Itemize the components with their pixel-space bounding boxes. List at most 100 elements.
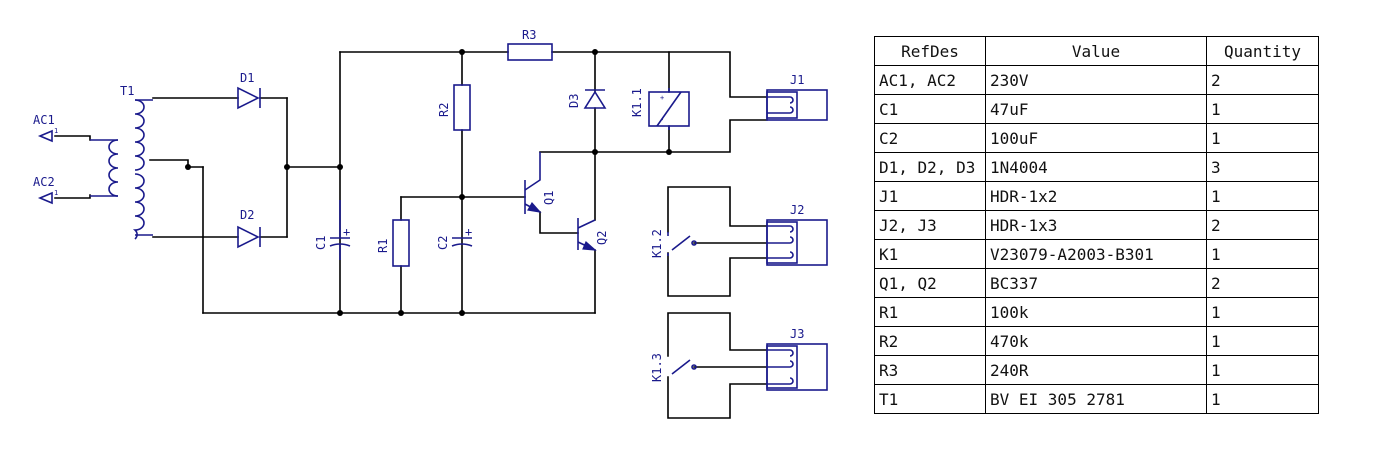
cell-value: 100k [985,297,1207,327]
svg-text:-: - [660,116,664,124]
cell-quantity: 1 [1206,326,1319,356]
cell-refdes: AC1, AC2 [874,65,986,95]
svg-text:K1.3: K1.3 [650,353,664,382]
svg-text:+: + [660,94,664,102]
svg-text:Q2: Q2 [595,231,609,245]
svg-text:1: 1 [54,189,58,197]
cell-quantity: 2 [1206,268,1319,298]
connector-j1: J1 [766,73,828,121]
cell-refdes: R3 [874,355,986,385]
cell-refdes: D1, D2, D3 [874,152,986,182]
diode-d1: D1 [237,71,261,110]
circuit-schematic: AC1 1 AC2 1 T1 D1 D2 D3 + C1 [33,28,828,419]
svg-text:C1: C1 [314,236,328,250]
svg-text:T1: T1 [120,84,134,98]
cell-refdes: R1 [874,297,986,327]
svg-text:+: + [343,225,350,239]
header-value: Value [985,36,1207,66]
connector-j3: J3 [766,327,828,391]
svg-text:J3: J3 [790,327,804,341]
cell-refdes: C2 [874,123,986,153]
cell-value: 470k [985,326,1207,356]
svg-text:D2: D2 [240,208,254,222]
cell-refdes: J2, J3 [874,210,986,240]
resistor-r1: R1 [376,219,410,267]
cell-quantity: 1 [1206,123,1319,153]
cell-value: 47uF [985,94,1207,124]
svg-text:R3: R3 [522,28,536,42]
cell-refdes: C1 [874,94,986,124]
cell-quantity: 1 [1206,94,1319,124]
svg-text:C2: C2 [436,236,450,250]
cell-refdes: R2 [874,326,986,356]
cell-refdes: J1 [874,181,986,211]
svg-text:K1.2: K1.2 [650,229,664,258]
header-quantity: Quantity [1206,36,1319,66]
transistor-q2: Q2 [577,218,609,251]
transformer-t1: T1 [90,84,153,240]
relay-coil-k1-1: + - K1.1 [630,88,690,130]
cell-value: BV EI 305 2781 [985,384,1207,414]
junctions [185,49,672,316]
svg-text:+: + [465,225,472,239]
cell-refdes: K1 [874,239,986,269]
cell-quantity: 1 [1206,181,1319,211]
diode-d3: D3 [567,89,607,109]
connector-j2: J2 [766,203,828,266]
wires [54,51,768,419]
relay-contact-k1-2: K1.2 [650,229,697,258]
cell-value: BC337 [985,268,1207,298]
cell-quantity: 3 [1206,152,1319,182]
cell-refdes: T1 [874,384,986,414]
cell-value: 230V [985,65,1207,95]
table-header-row: RefDes Value Quantity [874,36,1319,66]
relay-contact-k1-3: K1.3 [650,353,697,382]
svg-text:D3: D3 [567,94,581,108]
cell-value: 100uF [985,123,1207,153]
cell-refdes: Q1, Q2 [874,268,986,298]
svg-text:1: 1 [54,127,58,135]
ac2-input: AC2 1 [33,175,58,205]
cell-quantity: 2 [1206,65,1319,95]
svg-text:AC2: AC2 [33,175,55,189]
svg-text:D1: D1 [240,71,254,85]
svg-text:K1.1: K1.1 [630,88,644,117]
cell-quantity: 2 [1206,210,1319,240]
svg-text:J1: J1 [790,73,804,87]
header-refdes: RefDes [874,36,986,66]
diode-d2: D2 [237,208,261,249]
svg-text:AC1: AC1 [33,113,55,127]
resistor-r2: R2 [437,84,471,131]
capacitor-c1: + C1 [314,200,351,260]
resistor-r3: R3 [507,28,553,61]
cell-value: HDR-1x3 [985,210,1207,240]
svg-text:J2: J2 [790,203,804,217]
cell-value: HDR-1x2 [985,181,1207,211]
cell-quantity: 1 [1206,355,1319,385]
svg-text:Q1: Q1 [542,191,556,205]
svg-text:R2: R2 [437,103,451,117]
cell-value: 1N4004 [985,152,1207,182]
svg-text:R1: R1 [376,239,390,253]
cell-quantity: 1 [1206,384,1319,414]
transistor-q1: Q1 [524,152,556,214]
cell-quantity: 1 [1206,297,1319,327]
ac1-input: AC1 1 [33,113,58,143]
cell-value: 240R [985,355,1207,385]
cell-quantity: 1 [1206,239,1319,269]
cell-value: V23079-A2003-B301 [985,239,1207,269]
capacitor-c2: + C2 [436,225,473,250]
